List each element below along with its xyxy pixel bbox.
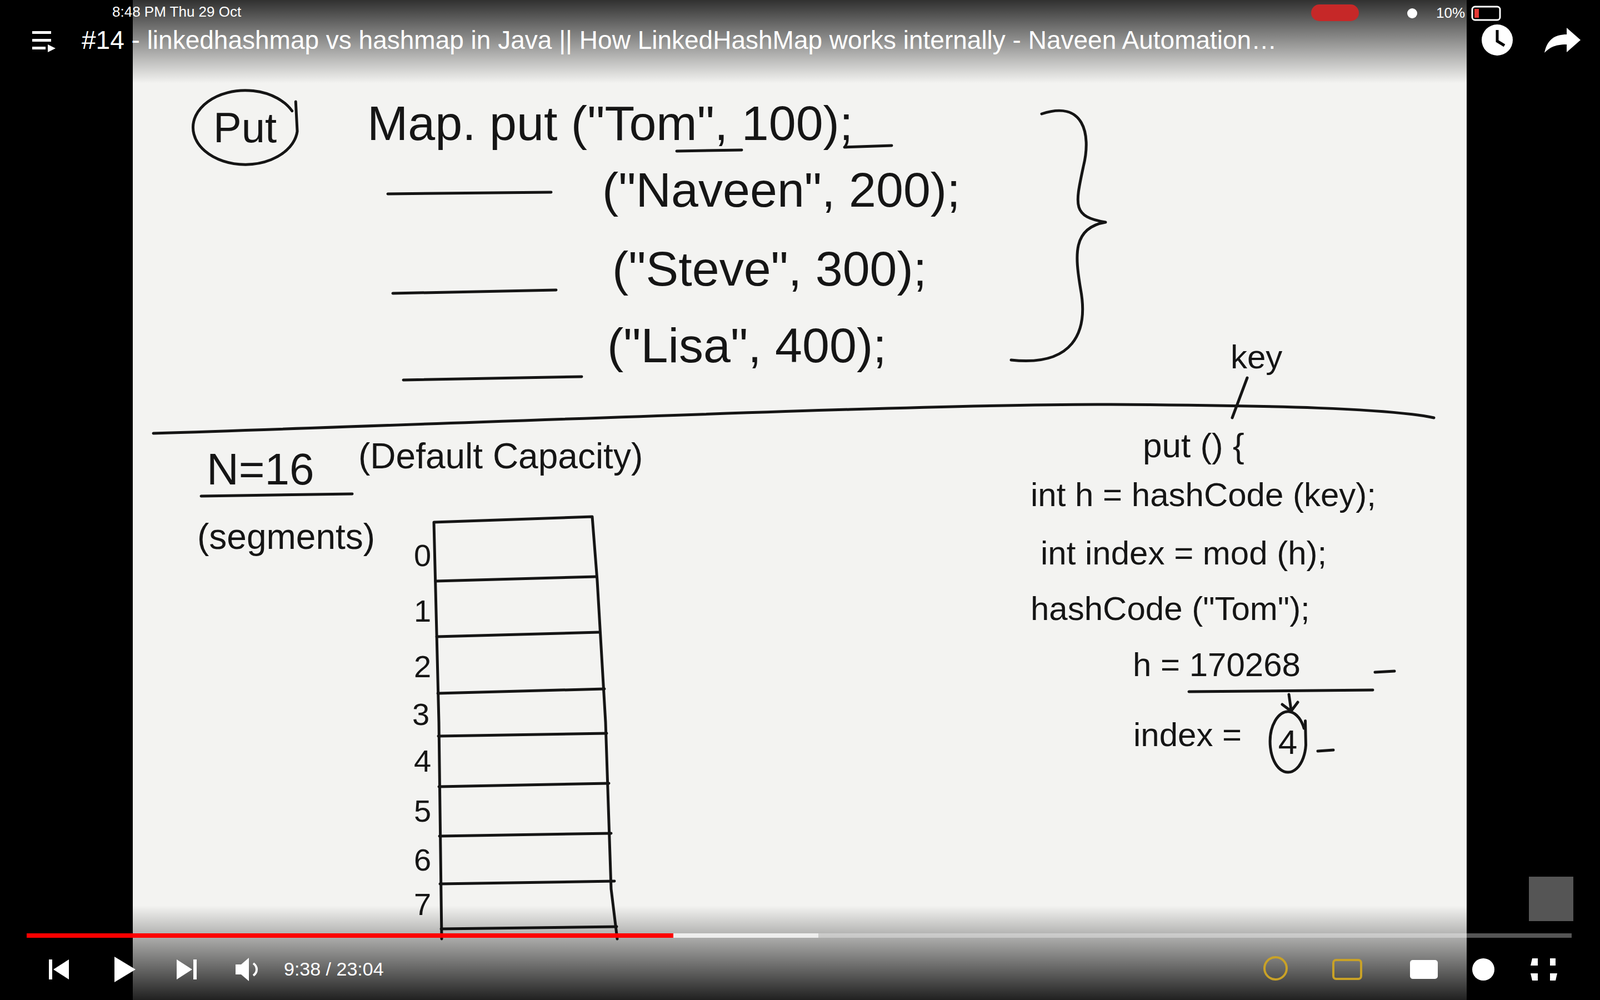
playlist-icon — [32, 38, 52, 42]
segment-divider — [440, 881, 615, 884]
capacity-note: (Default Capacity) — [358, 436, 643, 478]
ditto-line — [403, 376, 582, 380]
progress-played — [26, 933, 674, 938]
play-icon — [114, 956, 136, 983]
dash — [1375, 671, 1395, 673]
index-number: 7 — [413, 886, 432, 923]
next-icon — [193, 959, 197, 980]
segment-divider — [438, 783, 609, 787]
index-number: 0 — [413, 537, 432, 574]
camera-icon — [1333, 960, 1362, 979]
ditto-line — [387, 192, 552, 194]
index-number: 1 — [413, 593, 432, 629]
underline — [1188, 690, 1373, 692]
previous-icon — [48, 959, 53, 980]
code-line: ("Steve", 300); — [612, 240, 927, 297]
index-number: 2 — [413, 648, 432, 685]
code-line: int index = mod (h); — [1040, 533, 1327, 573]
settings-icon — [1472, 958, 1495, 981]
segment-table — [433, 516, 618, 939]
progress-track — [26, 933, 1572, 938]
hash-value: h = 170268 — [1132, 645, 1301, 684]
segment-divider — [436, 632, 599, 637]
hand-drawn-ellipse — [1270, 711, 1306, 773]
volume-icon — [235, 957, 249, 982]
node-text: 4 — [1278, 722, 1298, 762]
code-line: ("Lisa", 400); — [607, 317, 887, 374]
code-line: hashCode ("Tom"); — [1030, 589, 1310, 628]
segment-divider — [438, 733, 607, 737]
video-title: #14 - linkedhashmap vs hashmap in Java |… — [81, 25, 1277, 55]
battery-level — [1474, 8, 1479, 18]
next-icon — [176, 959, 193, 980]
fullscreen-exit-icon — [1530, 958, 1558, 981]
dash — [1317, 750, 1334, 752]
battery-icon — [1472, 6, 1500, 20]
previous-icon — [53, 959, 69, 980]
index-number: 5 — [413, 793, 432, 829]
volume-icon — [253, 963, 257, 976]
playlist-icon — [32, 46, 46, 50]
segments-note: (segments) — [197, 516, 375, 558]
key-note: key — [1230, 337, 1283, 377]
time-display: 9:38 / 23:04 — [283, 958, 384, 980]
battery-level: 10% — [1436, 5, 1465, 22]
index-number: 6 — [413, 842, 432, 878]
controls-overlay — [0, 905, 1600, 1000]
leader-line — [1232, 377, 1248, 418]
code-line: Map. put ("Tom", 100); — [367, 95, 853, 152]
captions-icon — [1410, 960, 1438, 979]
wifi-icon — [1407, 8, 1418, 19]
code-line: ("Naveen", 200); — [602, 161, 961, 218]
watch-later-icon — [1481, 24, 1513, 56]
code-line: put () { — [1142, 425, 1245, 465]
playlist-icon — [47, 44, 56, 53]
node-text: Put — [213, 103, 277, 152]
segment-divider — [437, 688, 605, 694]
segment-divider — [439, 833, 612, 837]
playlist-icon — [32, 31, 52, 34]
progress-buffered — [26, 933, 819, 938]
index-number: 3 — [412, 696, 430, 733]
code-line: int h = hashCode (key); — [1030, 475, 1377, 514]
leader-arrow — [1282, 694, 1298, 712]
put-circle: Put — [191, 88, 299, 167]
segment-divider — [435, 576, 596, 582]
ditto-line — [392, 290, 557, 294]
code-line: index = — [1133, 715, 1242, 754]
index-circle: 4 — [1268, 710, 1308, 774]
presenter-thumbnail — [1528, 876, 1574, 922]
recording-pill — [1311, 4, 1359, 22]
share-icon — [1544, 27, 1581, 53]
curly-brace — [1011, 110, 1106, 361]
watch-later-icon — [1497, 30, 1505, 46]
autoplay-icon — [1264, 957, 1287, 980]
index-number: 4 — [413, 743, 432, 779]
status-time: 8:48 PM Thu 29 Oct — [112, 3, 242, 21]
capacity-value: N=16 — [206, 443, 314, 495]
hand-drawn-ellipse — [192, 90, 298, 165]
underline — [201, 493, 353, 497]
